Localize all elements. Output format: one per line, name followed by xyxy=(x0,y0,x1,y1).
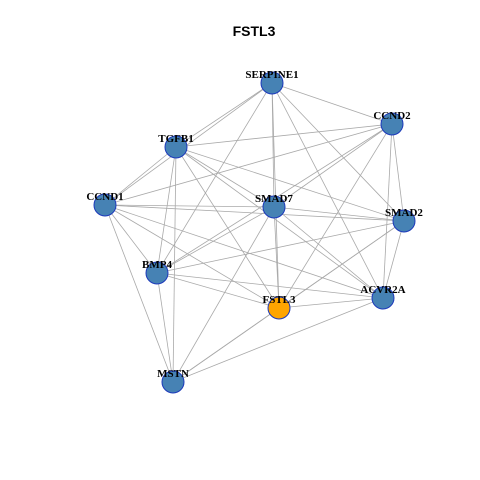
node-smad7[interactable] xyxy=(262,195,286,219)
node-acvr2a[interactable] xyxy=(371,286,395,310)
edge-ccnd1-smad2 xyxy=(104,204,405,222)
node-label-smad2: SMAD2 xyxy=(385,207,423,219)
edge-smad2-bmp4 xyxy=(156,220,405,274)
edge-bmp4-fstl3 xyxy=(156,272,280,309)
edge-fstl3-mstn xyxy=(172,307,280,383)
edge-smad2-acvr2a xyxy=(382,220,405,299)
edge-ccnd1-fstl3 xyxy=(104,204,280,309)
edge-ccnd1-smad7 xyxy=(104,204,275,208)
edge-tgfb1-acvr2a xyxy=(175,146,384,299)
edge-ccnd1-acvr2a xyxy=(104,204,384,299)
edge-tgfb1-ccnd1 xyxy=(104,146,177,206)
edge-serpine1-smad2 xyxy=(271,82,405,222)
edge-layer xyxy=(104,82,405,383)
node-mstn[interactable] xyxy=(161,370,185,394)
edge-tgfb1-mstn xyxy=(172,146,177,383)
edge-tgfb1-smad7 xyxy=(175,146,275,208)
edge-tgfb1-smad2 xyxy=(175,146,405,222)
node-layer xyxy=(93,71,416,394)
edge-serpine1-fstl3 xyxy=(271,82,280,309)
edge-smad7-mstn xyxy=(172,206,275,383)
edge-acvr2a-mstn xyxy=(172,297,384,383)
node-label-ccnd1: CCND1 xyxy=(86,191,123,203)
edge-smad7-acvr2a xyxy=(273,206,384,299)
node-tgfb1[interactable] xyxy=(164,135,188,159)
graph-title: FSTL3 xyxy=(233,23,276,39)
edge-serpine1-ccnd1 xyxy=(104,82,273,206)
edge-ccnd2-smad7 xyxy=(273,123,393,208)
edge-tgfb1-fstl3 xyxy=(175,146,280,309)
node-label-smad7: SMAD7 xyxy=(255,193,293,205)
edge-fstl3-acvr2a xyxy=(278,297,384,309)
node-label-bmp4: BMP4 xyxy=(142,259,172,271)
edge-bmp4-acvr2a xyxy=(156,272,384,299)
node-label-tgfb1: TGFB1 xyxy=(158,133,193,145)
node-fstl3[interactable] xyxy=(267,296,291,320)
edge-bmp4-mstn xyxy=(156,272,174,383)
node-serpine1[interactable] xyxy=(260,71,284,95)
edge-ccnd2-fstl3 xyxy=(278,123,393,309)
edge-tgfb1-bmp4 xyxy=(156,146,177,274)
edge-serpine1-tgfb1 xyxy=(175,82,273,148)
node-label-serpine1: SERPINE1 xyxy=(245,69,298,81)
edge-serpine1-bmp4 xyxy=(156,82,273,274)
edge-ccnd1-mstn xyxy=(104,204,174,383)
node-smad2[interactable] xyxy=(392,209,416,233)
node-bmp4[interactable] xyxy=(145,261,169,285)
edge-smad7-smad2 xyxy=(273,206,405,222)
edge-smad7-bmp4 xyxy=(156,206,275,274)
edge-serpine1-ccnd2 xyxy=(271,82,393,125)
edge-serpine1-acvr2a xyxy=(271,82,384,299)
edge-ccnd2-ccnd1 xyxy=(104,123,393,206)
edge-ccnd2-acvr2a xyxy=(382,123,393,299)
edge-smad7-fstl3 xyxy=(273,206,280,309)
edge-ccnd2-smad2 xyxy=(391,123,405,222)
edge-ccnd1-bmp4 xyxy=(104,204,158,274)
node-label-mstn: MSTN xyxy=(157,368,189,380)
node-ccnd1[interactable] xyxy=(93,193,117,217)
node-label-acvr2a: ACVR2A xyxy=(360,284,405,296)
node-label-fstl3: FSTL3 xyxy=(262,294,296,306)
node-ccnd2[interactable] xyxy=(380,112,404,136)
edge-ccnd2-tgfb1 xyxy=(175,123,393,148)
node-label-ccnd2: CCND2 xyxy=(373,110,411,122)
